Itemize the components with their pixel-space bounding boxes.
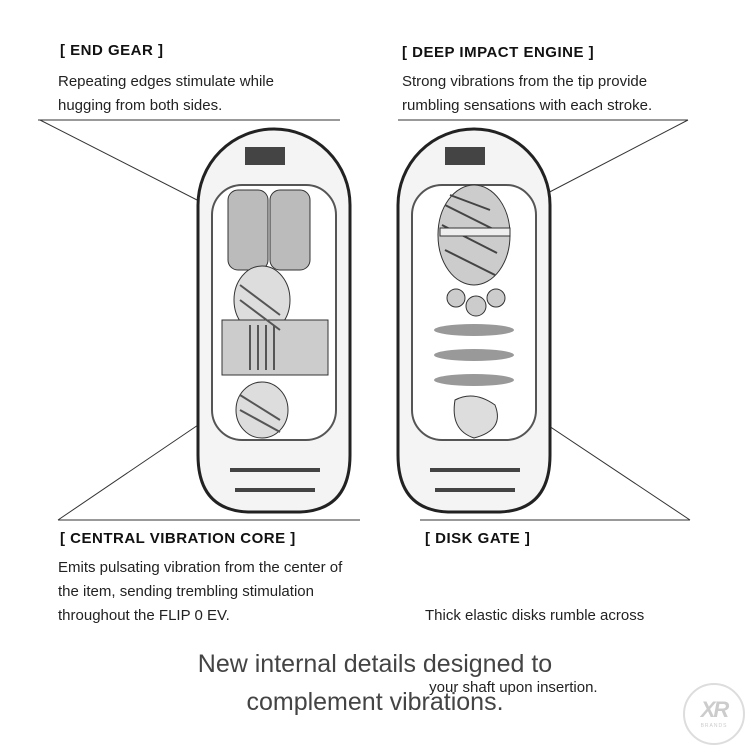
- description-line: rumbling sensations with each stroke.: [402, 97, 653, 114]
- brand-logo-watermark: XR BRANDS: [683, 683, 745, 745]
- disk-gate-description: Thick elastic disks rumble across your s…: [425, 556, 644, 724]
- central-core-description: Emits pulsating vibration from the cente…: [58, 556, 342, 628]
- end-gear-description: Repeating edges stimulate while hugging …: [58, 70, 274, 118]
- disk-gate-heading: [ DISK GATE ]: [425, 530, 531, 547]
- description-line: throughout the FLIP 0 EV.: [58, 607, 230, 624]
- callout-lines: [38, 119, 691, 521]
- central-core-heading: [ CENTRAL VIBRATION CORE ]: [60, 530, 296, 547]
- description-line: Strong vibrations from the tip provide: [402, 73, 648, 90]
- end-gear-heading: [ END GEAR ]: [60, 42, 164, 59]
- device-left-cutaway: [196, 127, 352, 514]
- deep-impact-heading: [ DEEP IMPACT ENGINE ]: [402, 44, 595, 61]
- deep-impact-description: Strong vibrations from the tip provide r…: [402, 70, 652, 118]
- tagline-line: New internal details designed to: [197, 650, 553, 678]
- logo-subtext: BRANDS: [700, 723, 728, 729]
- description-line: Thick elastic disks rumble across: [425, 607, 645, 624]
- description-line: the item, sending trembling stimulation: [58, 583, 314, 600]
- tagline-line: complement vibrations.: [246, 688, 504, 716]
- description-line: your shaft upon insertion.: [425, 679, 598, 696]
- description-line: Repeating edges stimulate while: [58, 73, 274, 90]
- logo-text: XR: [700, 697, 730, 722]
- device-right-cutaway: [396, 127, 552, 514]
- description-line: hugging from both sides.: [58, 97, 223, 114]
- tagline: New internal details designed to complem…: [0, 645, 750, 721]
- description-line: Emits pulsating vibration from the cente…: [58, 559, 343, 576]
